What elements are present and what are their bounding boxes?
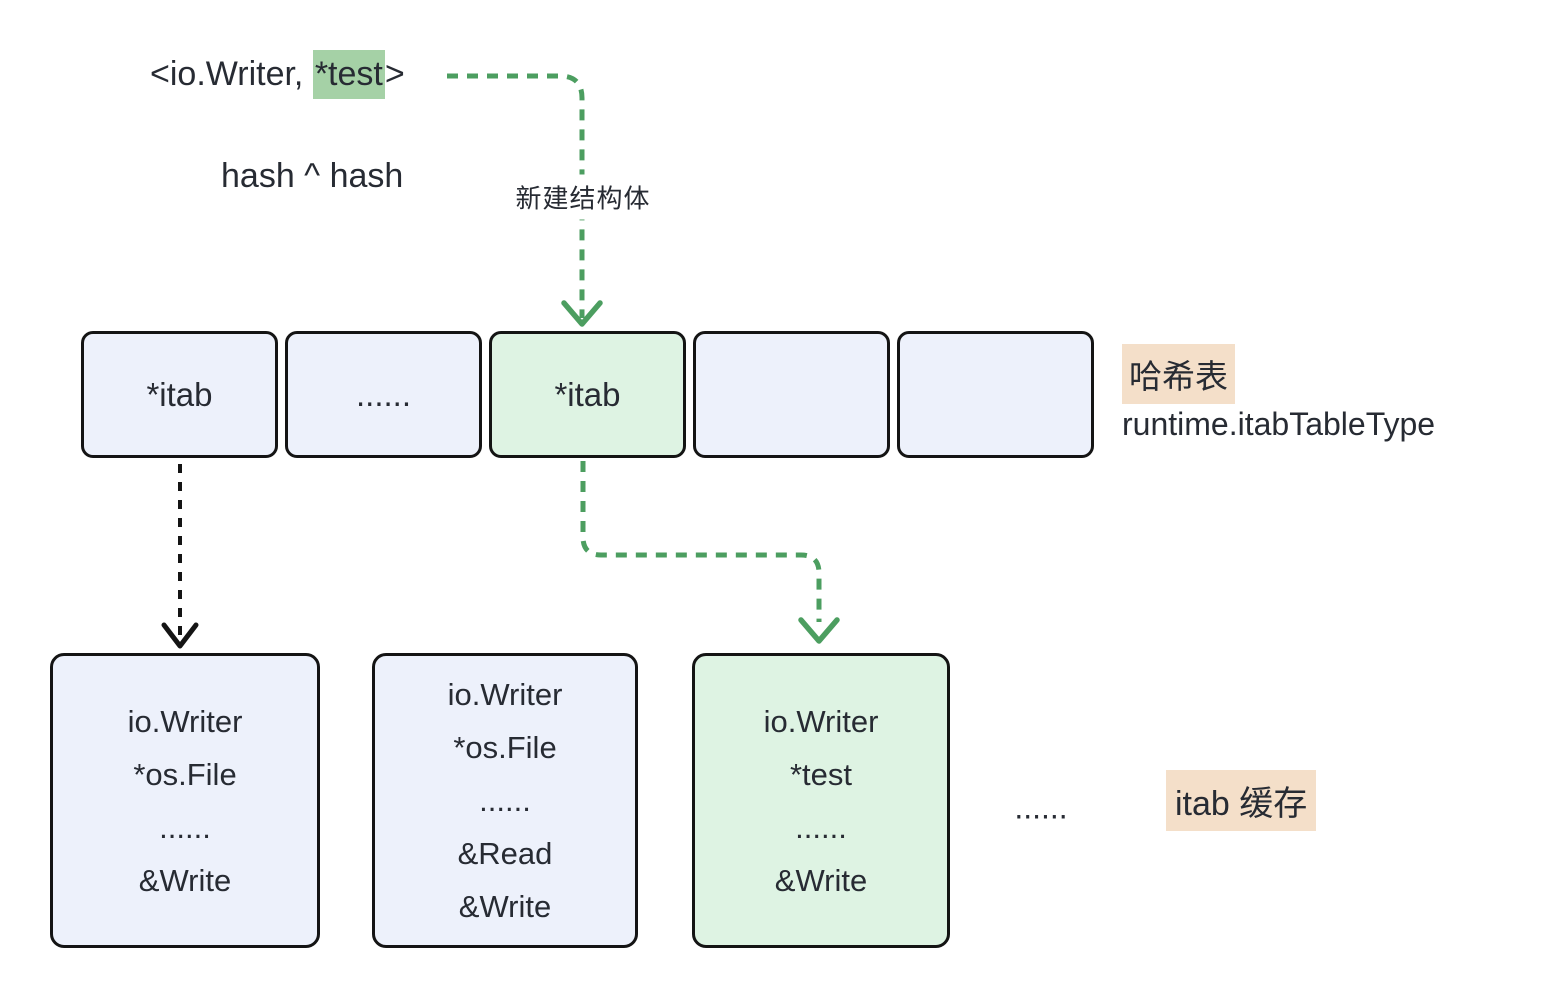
hash-table-title: 哈希表 [1122, 344, 1235, 404]
cell-label: *itab [554, 375, 621, 413]
new-struct-arrow-label: 新建结构体 [509, 174, 657, 220]
itab-pointer-arrowhead-icon [161, 622, 199, 649]
itab-box-line: io.Writer [447, 677, 563, 712]
new-struct-arrowhead-icon [561, 300, 603, 327]
itab-box-line: &Write [458, 889, 552, 924]
itab-box-line: io.Writer [763, 703, 879, 739]
tuple-suffix: > [384, 54, 405, 93]
itab-box-line: *os.File [133, 756, 237, 792]
hash-table-cell-4 [693, 331, 890, 458]
itab-box-line: ...... [159, 809, 211, 845]
itab-cache-ellipsis: ...... [1014, 789, 1068, 826]
interface-type-pair-label: <io.Writer, *test > [150, 49, 405, 99]
itab-box-line: &Write [138, 862, 232, 898]
hash-table-cell-5 [897, 331, 1094, 458]
itab-box-line: ...... [795, 809, 847, 845]
green-itab-elbow-arrow-line [580, 461, 822, 622]
itab-box-line: &Write [774, 862, 868, 898]
tuple-prefix: <io.Writer, [150, 54, 313, 93]
green-itab-elbow-arrowhead-icon [798, 617, 840, 644]
hash-table-cell-2: ...... [285, 331, 482, 458]
hash-table-cell-3-highlighted: *itab [489, 331, 686, 458]
cell-label: ...... [355, 375, 411, 413]
hash-formula-label: hash ^ hash [221, 157, 404, 195]
itab-cache-label: itab 缓存 [1166, 770, 1317, 831]
itab-box-iowriter-test-highlighted: io.Writer *test ...... &Write [692, 653, 950, 948]
itab-box-oswriter-osfile-read: io.Writer *os.File ...... &Read &Write [372, 653, 638, 948]
hash-table-type-label: runtime.itabTableType [1122, 406, 1436, 442]
cell-label: *itab [146, 375, 213, 413]
hash-table-row: *itab ...... *itab [81, 331, 1094, 458]
itab-box-line: &Read [457, 836, 553, 871]
itab-box-line: io.Writer [127, 703, 243, 739]
itab-box-line: *os.File [453, 730, 557, 765]
new-struct-arrow-line [447, 73, 585, 318]
tuple-highlight: *test [312, 49, 385, 99]
itab-box-line: ...... [479, 783, 531, 818]
itab-box-oswriter-osfile: io.Writer *os.File ...... &Write [50, 653, 320, 948]
itab-box-line: *test [789, 756, 853, 792]
hash-table-cell-1: *itab [81, 331, 278, 458]
